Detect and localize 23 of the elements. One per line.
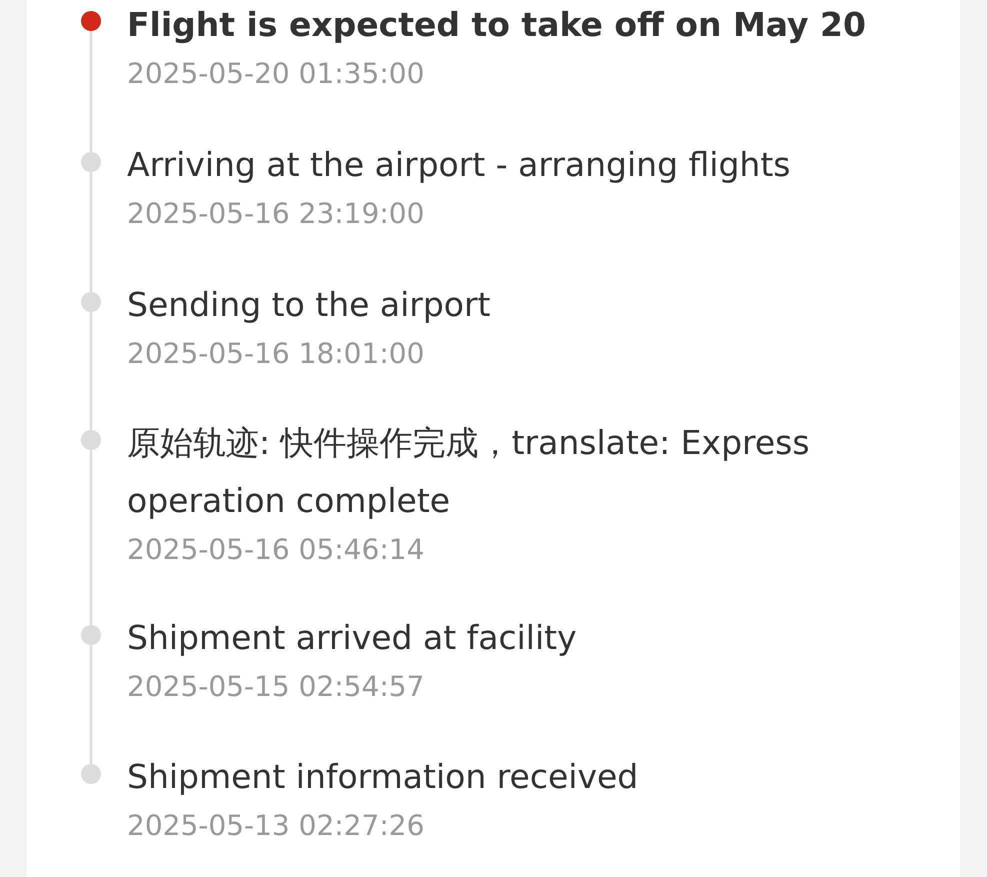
timestamp: 2025-05-15 02:54:57 (127, 669, 424, 705)
timestamp: 2025-05-20 01:35:00 (127, 56, 424, 92)
event-title: Flight is expected to take off on May 20 (127, 4, 867, 46)
timeline-line (90, 31, 92, 152)
event-title: Sending to the airport (127, 284, 492, 326)
timestamp: 2025-05-16 18:01:00 (127, 336, 424, 372)
timeline-dot (81, 430, 101, 450)
timestamp: 2025-05-13 02:27:26 (127, 808, 424, 844)
event-title: Arriving at the airport - arranging flights (127, 144, 792, 186)
timeline-dot (81, 11, 101, 31)
event-title: Shipment information received (127, 756, 640, 798)
timeline-line (90, 645, 92, 764)
timeline-line (90, 172, 92, 292)
timeline-dot (81, 292, 101, 312)
event-title: Shipment arrived at facility (127, 617, 578, 659)
timeline-dot (81, 152, 101, 172)
timeline-dot (81, 764, 101, 784)
timeline-dot (81, 625, 101, 645)
event-title: 原始轨迹: 快件操作完成，translate: Express operation complete (127, 422, 811, 522)
timestamp: 2025-05-16 23:19:00 (127, 196, 424, 232)
timestamp: 2025-05-16 05:46:14 (127, 532, 424, 568)
timeline-line (90, 450, 92, 625)
timeline-line (90, 312, 92, 430)
